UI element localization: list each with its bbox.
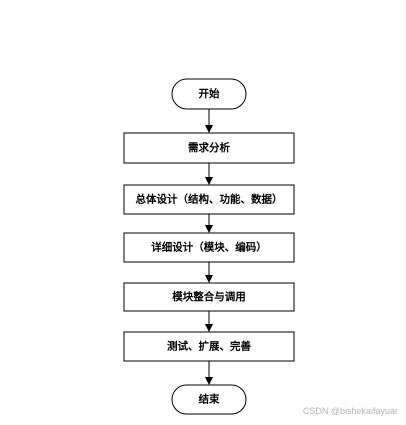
start-node: 开始 (171, 78, 247, 110)
end-node-label: 结束 (199, 393, 220, 406)
process-step-label: 详细设计（模块、编码） (151, 241, 267, 254)
start-node-label: 开始 (199, 87, 220, 100)
process-step-label: 需求分析 (188, 141, 230, 154)
end-node: 结束 (171, 384, 247, 415)
csdn-watermark: CSDN @bishekaifayuar (302, 406, 398, 416)
process-step-detailed-design: 详细设计（模块、编码） (123, 232, 295, 263)
process-step-testing: 测试、扩展、完善 (123, 331, 295, 362)
process-step-label: 模块整合与调用 (172, 290, 246, 303)
process-step-label: 测试、扩展、完善 (167, 340, 251, 353)
process-step-module-integration: 模块整合与调用 (123, 282, 295, 312)
process-step-label: 总体设计（结构、功能、数据） (136, 193, 283, 206)
process-step-requirements-analysis: 需求分析 (123, 132, 295, 164)
process-step-overall-design: 总体设计（结构、功能、数据） (123, 184, 295, 215)
